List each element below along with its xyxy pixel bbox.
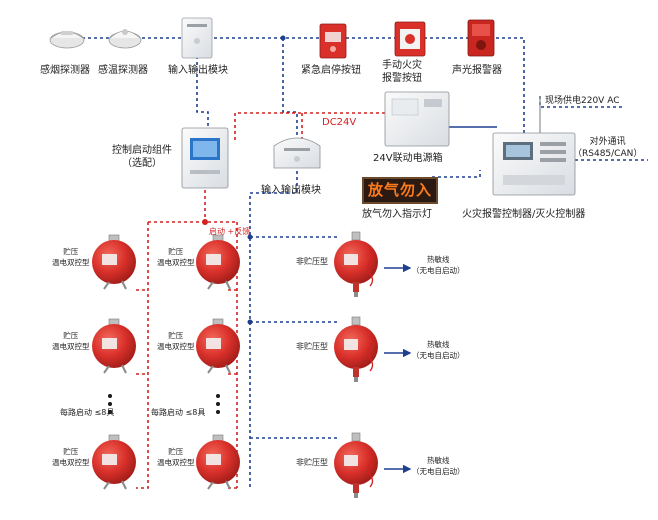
control-start-assembly-icon xyxy=(181,127,229,189)
stored-pressure-label-line1: 贮压 xyxy=(168,447,184,456)
power-box-icon xyxy=(384,91,450,147)
blue-bus-lines xyxy=(82,37,648,488)
stored-pressure-label-line2: 温电双控型 xyxy=(52,458,90,467)
io-module-mid-icon xyxy=(273,137,321,169)
heat-cable-label-line1: 热敏线 xyxy=(427,255,450,264)
heat-cable-label-line1: 热敏线 xyxy=(427,340,450,349)
stored-pressure-cylinder xyxy=(92,318,136,374)
blue-solid-lines xyxy=(384,126,497,474)
site-power-line xyxy=(539,96,625,108)
stored-pressure-label-line1: 贮压 xyxy=(168,331,184,340)
stored-pressure-cylinders xyxy=(92,234,240,490)
non-stored-cylinders xyxy=(334,231,378,498)
stored-pressure-cylinder xyxy=(196,234,240,290)
heat-cable-label-line1: 热敏线 xyxy=(427,456,450,465)
stored-pressure-label-line2: 温电双控型 xyxy=(52,342,90,351)
non-stored-cylinder xyxy=(334,432,378,498)
stored-pressure-label: 贮压温电双控型 xyxy=(157,246,195,268)
external-comm-line1: 对外通讯 xyxy=(589,137,626,147)
stored-pressure-cylinder xyxy=(196,318,240,374)
site-power-label: 现场供电220V AC xyxy=(545,96,620,106)
red-signal-lines xyxy=(136,112,385,489)
manual-alarm-label: 手动火灾 报警按钮 xyxy=(382,59,422,85)
io-module-top-label: 输入输出模块 xyxy=(168,65,228,76)
non-stored-cylinder xyxy=(334,231,378,297)
bus-to-io-module-mid xyxy=(282,38,298,138)
manual-alarm-label-line2: 报警按钮 xyxy=(382,73,422,84)
non-stored-label: 非贮压型 xyxy=(296,342,328,351)
dc24v-label: DC24V xyxy=(322,117,357,128)
start-feedback-label: 启动 +反馈 xyxy=(209,227,251,236)
heat-cable-2 xyxy=(366,334,374,372)
emergency-stop-label: 紧急启停按钮 xyxy=(301,65,361,76)
heat-cable-label: 热敏线 （无电自启动） xyxy=(412,455,465,477)
heat-cable-label: 热敏线 （无电自启动） xyxy=(412,254,465,276)
dc24v-line-top xyxy=(234,112,385,140)
manual-alarm-button-icon xyxy=(394,21,426,57)
heat-cable-label-line2: （无电自启动） xyxy=(412,351,465,360)
io-module-top-icon xyxy=(181,17,213,59)
heat-cable-1 xyxy=(366,249,374,287)
power-box-label: 24V联动电源箱 xyxy=(373,153,443,164)
stored-pressure-label: 贮压温电双控型 xyxy=(52,446,90,468)
per-circuit-label-left: 每路启动 ≤8具 xyxy=(60,408,115,417)
heat-cable-label-line2: （无电自启动） xyxy=(412,467,465,476)
stored-pressure-label: 贮压温电双控型 xyxy=(157,446,195,468)
heat-cable-3 xyxy=(366,450,374,488)
stored-pressure-label-line1: 贮压 xyxy=(63,447,79,456)
heat-detector-label: 感温探测器 xyxy=(98,65,148,76)
ellipsis-dots xyxy=(108,394,220,414)
non-stored-cylinder xyxy=(334,316,378,382)
heat-detector-icon xyxy=(108,29,142,49)
heat-cable-lines xyxy=(366,249,374,488)
control-start-assembly-label: 控制启动组件 （选配） xyxy=(112,144,172,170)
gas-release-sign-label: 放气勿入指示灯 xyxy=(362,209,432,220)
control-start-assembly-line2: （选配） xyxy=(122,158,162,169)
stored-pressure-label: 贮压温电双控型 xyxy=(52,246,90,268)
non-stored-label: 非贮压型 xyxy=(296,458,328,467)
stored-pressure-label-line2: 温电双控型 xyxy=(157,258,195,267)
stored-pressure-label: 贮压温电双控型 xyxy=(52,330,90,352)
stored-pressure-cylinder xyxy=(92,434,136,490)
bus-cable-main xyxy=(249,171,298,488)
stored-pressure-label-line2: 温电双控型 xyxy=(52,258,90,267)
external-comm-line2: （RS485/CAN） xyxy=(573,149,643,159)
stored-pressure-label-line2: 温电双控型 xyxy=(157,342,195,351)
stored-pressure-cylinder xyxy=(92,234,136,290)
external-comm-label: 对外通讯 （RS485/CAN） xyxy=(573,136,642,160)
control-start-assembly-line1: 控制启动组件 xyxy=(112,145,172,156)
stored-pressure-label-line1: 贮压 xyxy=(63,331,79,340)
top-bus-line xyxy=(82,37,525,133)
bus-to-gas-sign xyxy=(432,170,481,178)
stored-pressure-label-line1: 贮压 xyxy=(63,247,79,256)
heat-cable-label: 热敏线 （无电自启动） xyxy=(412,339,465,361)
manual-alarm-label-line1: 手动火灾 xyxy=(382,60,422,71)
stored-pressure-label-line1: 贮压 xyxy=(168,247,184,256)
stored-pressure-cylinder xyxy=(196,434,240,490)
fire-alarm-controller-icon xyxy=(492,132,576,196)
bus-to-control-assembly xyxy=(196,38,209,128)
stored-pressure-label-line2: 温电双控型 xyxy=(157,458,195,467)
stored-pressure-label: 贮压温电双控型 xyxy=(157,330,195,352)
smoke-detector-icon xyxy=(49,31,85,49)
per-circuit-label-right: 每路启动 ≤8具 xyxy=(151,408,206,417)
emergency-stop-button-icon xyxy=(319,23,347,59)
gas-release-sign: 放气勿入 xyxy=(362,177,438,204)
io-module-mid-label: 输入输出模块 xyxy=(261,185,321,196)
heat-cable-label-line2: （无电自启动） xyxy=(412,266,465,275)
controller-label: 火灾报警控制器/灭火控制器 xyxy=(462,209,586,220)
smoke-detector-label: 感烟探测器 xyxy=(40,65,90,76)
sound-light-alarm-label: 声光报警器 xyxy=(452,65,502,76)
sound-light-alarm-icon xyxy=(467,19,495,57)
left-red-bus xyxy=(136,222,149,489)
red-junction-dot xyxy=(202,219,208,225)
non-stored-label: 非贮压型 xyxy=(296,257,328,266)
